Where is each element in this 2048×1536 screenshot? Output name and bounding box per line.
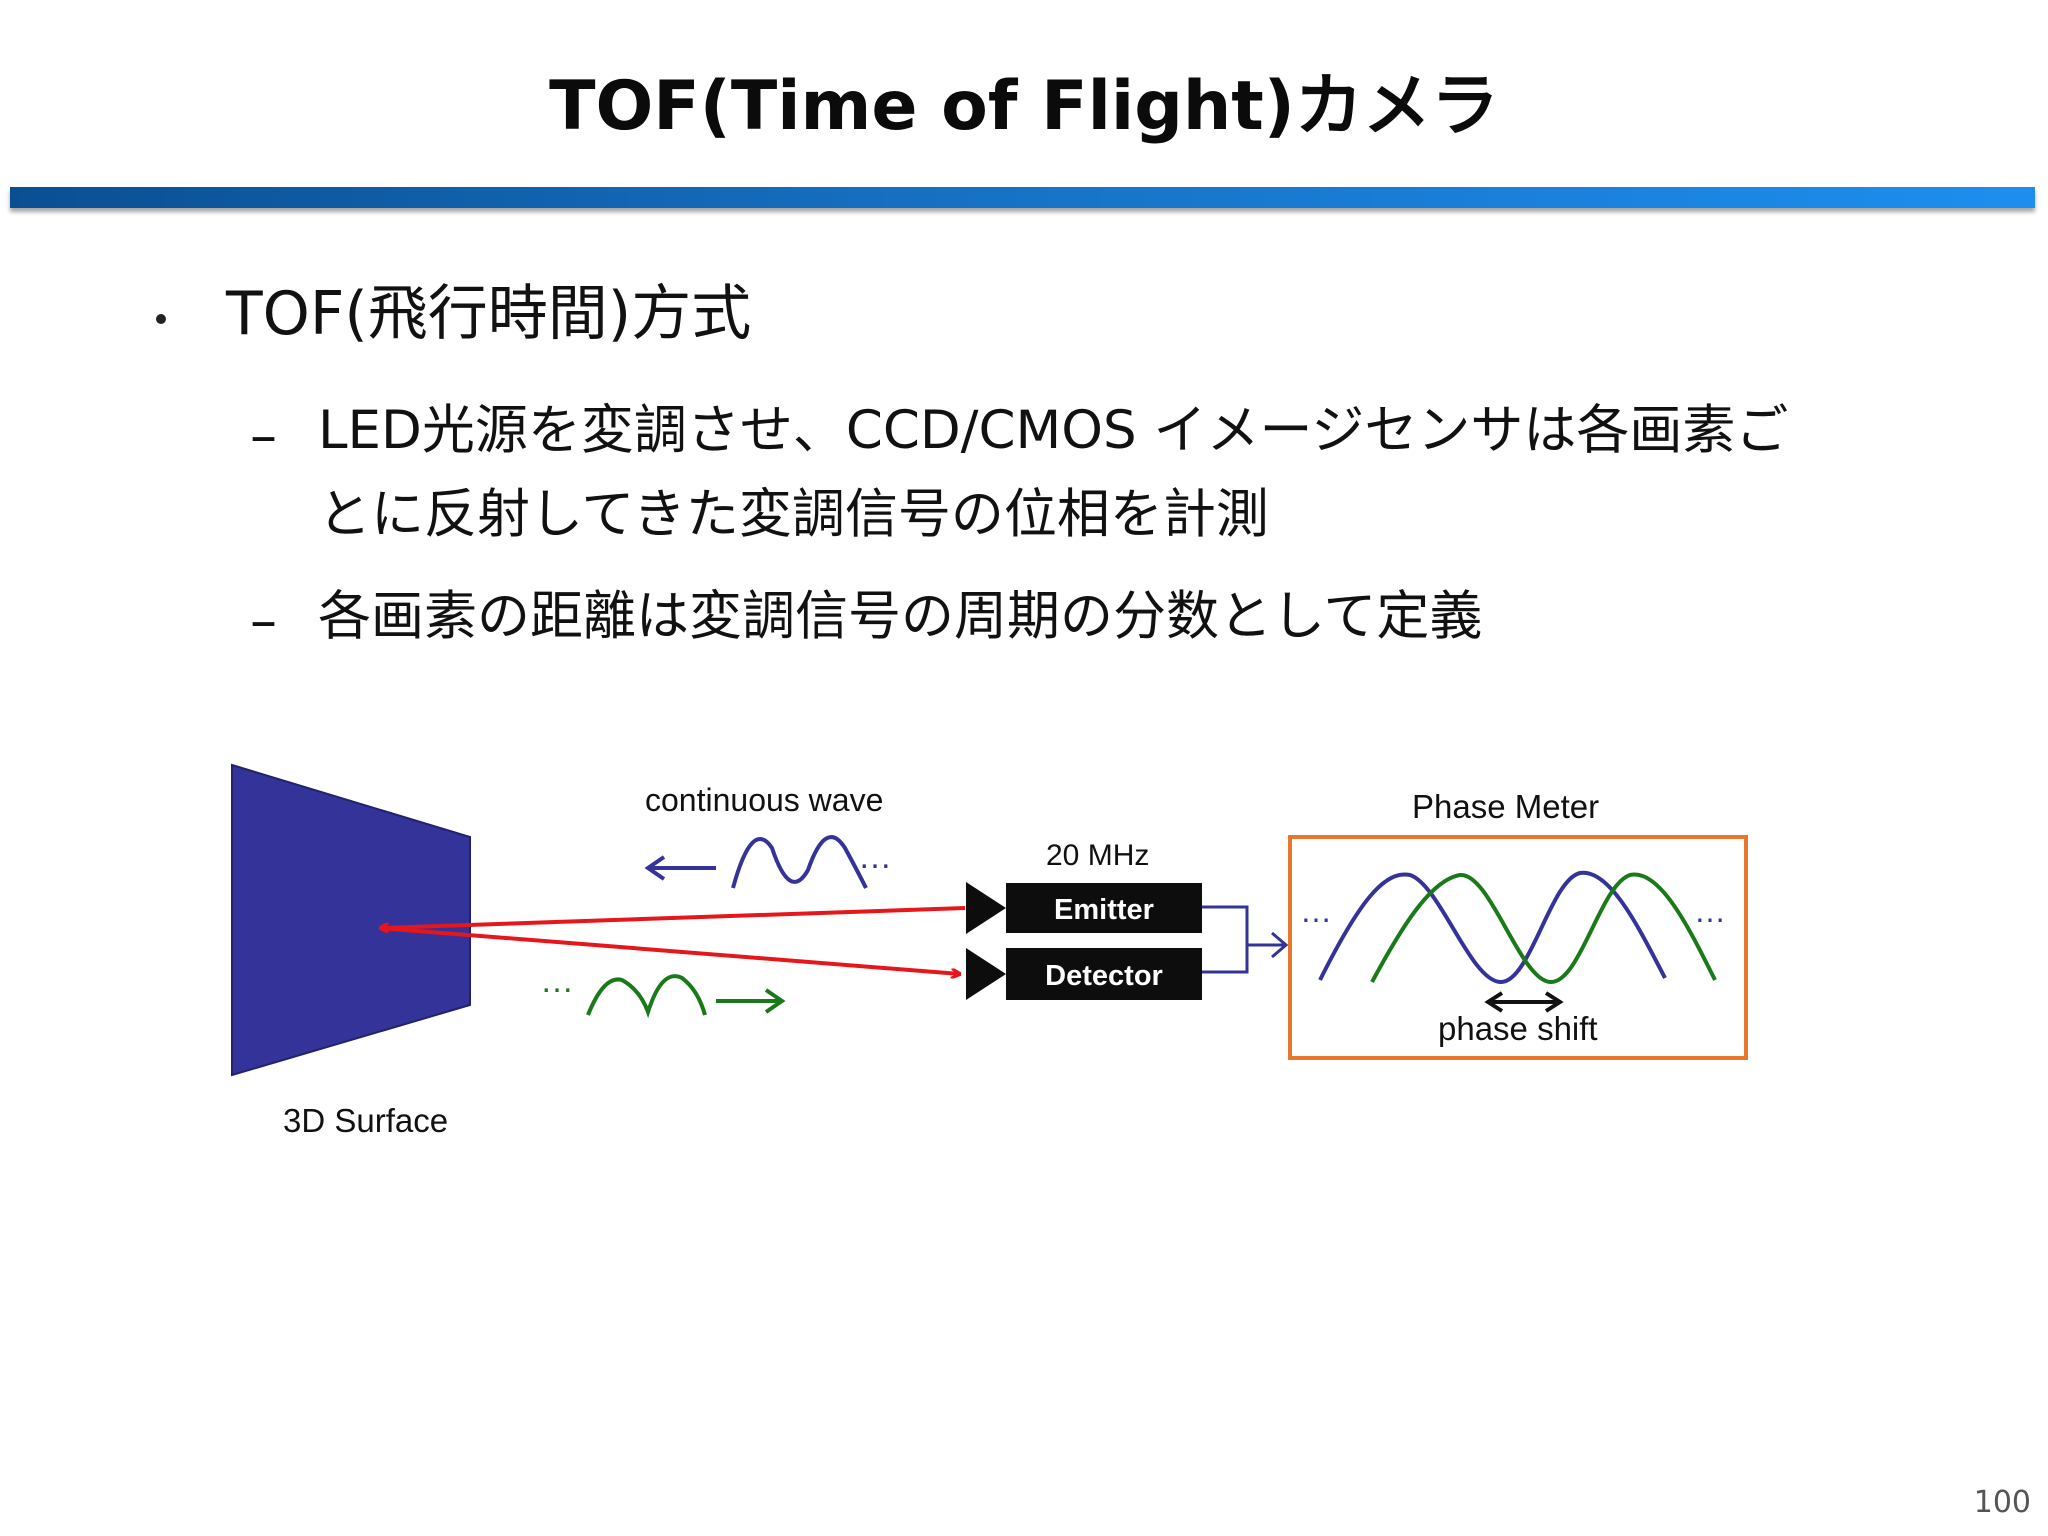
bullet-main-text: TOF(飛行時間)方式 (226, 279, 752, 349)
outgoing-wave (644, 835, 868, 889)
emitter-label: Emitter (1054, 894, 1154, 926)
beam-out (380, 906, 966, 928)
sub-bullet-dash-1: – (250, 404, 277, 467)
detector-box (1006, 948, 1202, 1000)
title-divider-bar (10, 187, 2035, 208)
continuous-wave-label: continuous wave (645, 782, 883, 818)
phase-meter-label: Phase Meter (1412, 788, 1599, 825)
page-number: 100 (1973, 1485, 2031, 1520)
surface-label: 3D Surface (283, 1102, 448, 1139)
emitter-triangle (966, 882, 1006, 934)
phase-wave-green (1370, 872, 1717, 985)
beam-return (379, 926, 960, 974)
emitter-box (1006, 883, 1202, 933)
phase-meter-ellipsis-left: … (1300, 893, 1332, 929)
phase-shift-arrow (1484, 991, 1564, 1013)
sub-bullet-1-line-2: とに反射してきた変調信号の位相を計測 (318, 484, 1269, 545)
slide-title: TOF(Time of Flight)カメラ (549, 67, 1499, 146)
returning-wave (586, 974, 786, 1019)
connector-bracket (1202, 905, 1289, 974)
surface-shape (231, 763, 471, 1077)
detector-label: Detector (1045, 960, 1163, 992)
phase-meter-box (1288, 835, 1748, 1060)
phase-shift-label: phase shift (1438, 1010, 1598, 1047)
detector-triangle (966, 948, 1006, 1000)
phase-wave-blue (1318, 870, 1667, 985)
returning-wave-ellipsis: … (540, 962, 574, 1000)
bullet-dot (156, 314, 166, 324)
sub-bullet-1-line-1: LED光源を変調させ、CCD/CMOS イメージセンサは各画素ご (318, 400, 1789, 461)
sub-bullet-dash-2: – (250, 589, 277, 652)
frequency-label: 20 MHz (1046, 839, 1149, 872)
phase-meter-ellipsis-right: … (1694, 893, 1726, 929)
sub-bullet-2-line-1: 各画素の距離は変調信号の周期の分数として定義 (318, 586, 1483, 647)
outgoing-wave-ellipsis: … (858, 838, 892, 876)
